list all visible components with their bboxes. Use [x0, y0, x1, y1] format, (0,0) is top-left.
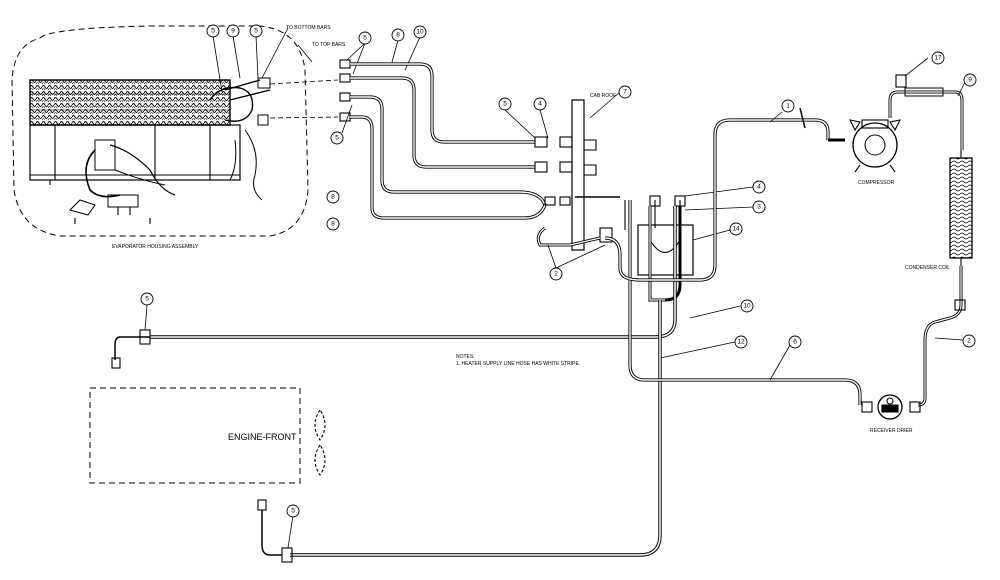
hose-third: [350, 95, 547, 206]
cab-roof-plate: [571, 99, 585, 251]
condenser-coil: [949, 157, 973, 259]
heater-valve-box: [637, 224, 694, 276]
callout-14: 14: [732, 226, 740, 233]
callout-2: 2: [554, 271, 558, 278]
notes-title: NOTES:: [456, 354, 475, 360]
callout-5: 5: [503, 101, 507, 108]
callout-8: 8: [331, 194, 335, 201]
heater-hose-long: [150, 206, 677, 339]
notes-line-1: 1. HEATER SUPPLY LINE HOSE HAS WHITE STR…: [456, 361, 580, 367]
callout-8: 8: [396, 32, 400, 39]
callout-8: 8: [331, 221, 335, 228]
callout-5: 5: [335, 135, 339, 142]
label-compressor: COMPRESSOR: [858, 180, 895, 186]
label-receiver-drier: RECEIVER DRIER: [870, 428, 913, 434]
callout-5: 5: [145, 296, 149, 303]
engine-outline: [89, 387, 301, 484]
callout-5: 5: [363, 35, 367, 42]
callout-10: 10: [416, 29, 424, 36]
callout-4: 4: [757, 184, 761, 191]
label-cab-roof: CAB ROOF: [590, 93, 616, 99]
callout-6: 6: [793, 339, 797, 346]
label-to-top-bars: TO TOP BARS: [312, 42, 346, 48]
callout-4: 4: [538, 101, 542, 108]
callout-5: 5: [254, 28, 258, 35]
hose-second: [350, 76, 535, 169]
callout-17: 17: [934, 55, 942, 62]
receiver-drier: [861, 394, 921, 420]
label-engine-front: ENGINE-FRONT: [228, 432, 297, 442]
callout-9: 2: [967, 338, 971, 345]
callout-9: 9: [968, 77, 972, 84]
callout-7: 7: [623, 89, 627, 96]
callout-9: 9: [231, 28, 235, 35]
label-evaporator-housing: EVAPORATOR HOUSING ASSEMBLY: [112, 244, 199, 250]
callout-12: 12: [737, 339, 745, 346]
callout-5: 5: [211, 28, 215, 35]
label-to-bottom-bars: TO BOTTOM BARS: [286, 25, 331, 31]
callout-5: 5: [291, 508, 295, 515]
callout-3: 3: [757, 204, 761, 211]
callout-1: 1: [786, 103, 790, 110]
evaporator-coil: [29, 79, 231, 126]
label-condenser-coil: CONDENSER COIL: [905, 265, 950, 271]
evaporator-housing-outline: [11, 25, 309, 237]
callout-10: 10: [743, 303, 751, 310]
compressor-body: [849, 119, 901, 173]
